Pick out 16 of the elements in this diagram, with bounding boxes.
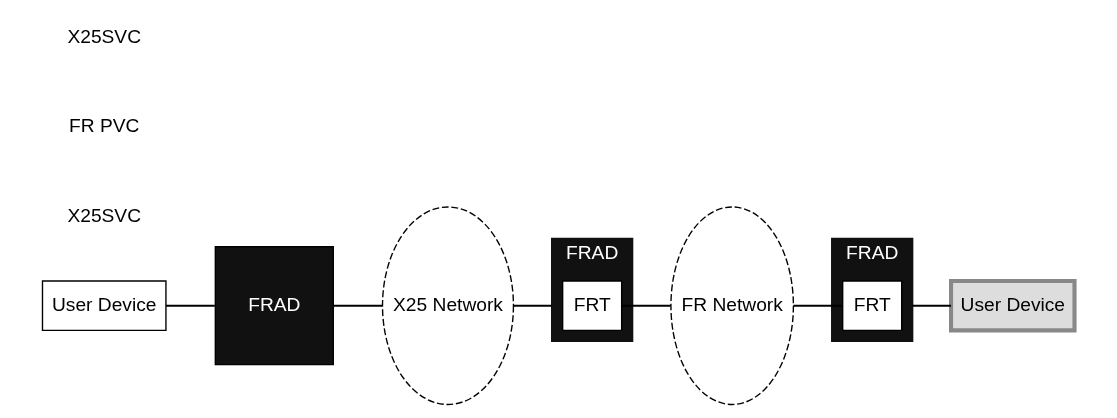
connector bbox=[622, 304, 671, 307]
node-ellipse: X25 Network bbox=[381, 206, 515, 406]
node-box: User Device bbox=[41, 280, 167, 332]
connector bbox=[912, 304, 952, 307]
label: X25SVC bbox=[67, 204, 142, 226]
connector bbox=[333, 304, 383, 307]
node-box: User Device bbox=[949, 278, 1077, 333]
label: X25SVC bbox=[67, 26, 142, 48]
node-box: FRT bbox=[842, 280, 903, 332]
node-ellipse: FR Network bbox=[670, 206, 795, 406]
connector bbox=[793, 304, 843, 307]
node-box: FRT bbox=[561, 280, 623, 332]
node-box: FRAD bbox=[214, 246, 334, 366]
connector bbox=[166, 304, 215, 307]
label: FR PVC bbox=[69, 115, 140, 137]
connector bbox=[513, 304, 552, 307]
